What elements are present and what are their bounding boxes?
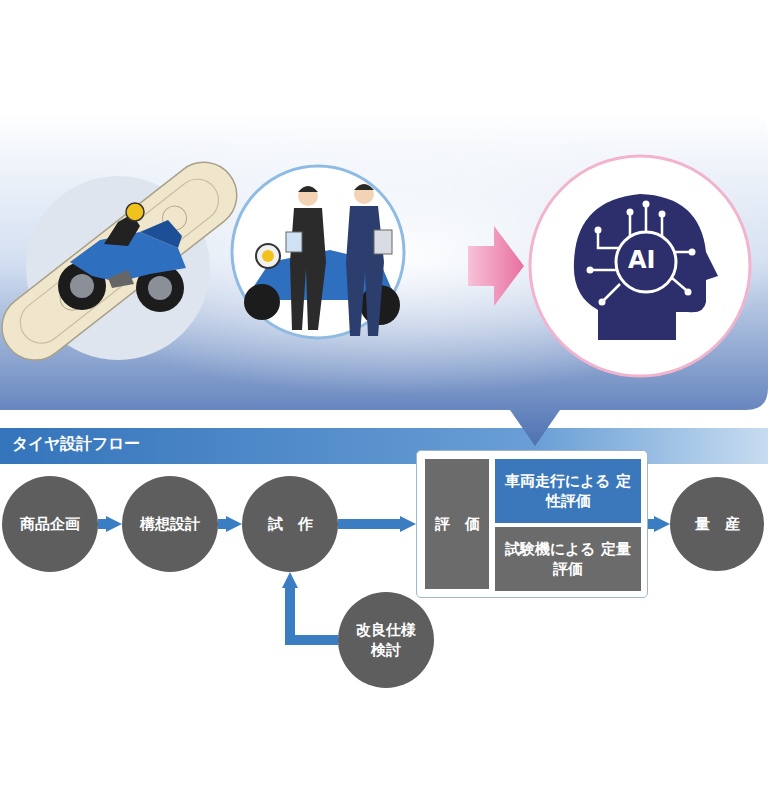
node-text: 商品企画: [14, 514, 86, 534]
node-text: 車両走行による 定性評価: [503, 471, 633, 512]
drum-test-illustration-part: [126, 203, 144, 221]
panel-glow: [20, 115, 768, 395]
ai-head-icon-part-part: [587, 267, 594, 274]
circle-outline: [338, 592, 434, 688]
node-text: 量 産: [681, 514, 753, 534]
ai-head-icon-part-part: [599, 299, 606, 306]
ai-head-icon-part: [530, 156, 750, 376]
flow-bar: [0, 428, 768, 464]
engineers-illustration-part: [290, 208, 326, 330]
flow-arrow: [218, 519, 226, 529]
engineers-illustration-part: [262, 250, 274, 262]
ai-head-icon-part-part: [685, 289, 692, 296]
drum-test-illustration-part-part: [0, 149, 250, 373]
ai-head-icon-part-part: [627, 209, 634, 216]
flow-title: タイヤ設計フロー: [12, 434, 140, 455]
ai-head-icon-part: [592, 206, 690, 300]
icon-label: AI: [628, 246, 656, 274]
circle-fill: [338, 592, 434, 688]
ai-head-icon-part-part: [595, 227, 602, 234]
circle-fill: [2, 476, 98, 572]
process-circle: 試 作: [242, 476, 338, 572]
engineers-illustration-part: [298, 186, 318, 206]
circle-fill: [670, 477, 764, 571]
ai-head-icon-part-part: [672, 252, 690, 290]
column-head: 評 価: [425, 459, 489, 589]
process-circle: 構想設計: [122, 476, 218, 572]
engineers-illustration-part: [374, 230, 392, 254]
ai-head-icon-part-part: [643, 201, 650, 208]
ai-head-icon-part: [587, 201, 696, 306]
evaluation-box: 評 価車両走行による 定性評価試験機による 定量評価: [416, 450, 648, 598]
ai-head-icon-part-part: [592, 232, 620, 300]
ai-head-icon-part: [616, 232, 676, 292]
circle-fill: [122, 476, 218, 572]
ai-head-icon-part: [574, 194, 718, 340]
engineers-illustration-part: [286, 232, 302, 252]
node-text: 構想設計: [134, 514, 206, 534]
process-box: 車両走行による 定性評価: [495, 459, 641, 523]
engineers-illustration-part: [232, 166, 404, 338]
process-circle: 商品企画: [2, 476, 98, 572]
ai-head-icon-part-part: [689, 249, 696, 256]
pink-arrow: [468, 226, 524, 306]
drum-test-illustration-part: [140, 220, 182, 248]
drum-test-illustration-part-part: [12, 171, 227, 352]
circle-fill: [242, 476, 338, 572]
node-text: 試験機による 定量評価: [503, 539, 633, 580]
ai-head-icon-part-part: [630, 206, 662, 236]
drum-test-illustration-part: [70, 274, 94, 298]
flow-arrow: [98, 519, 106, 529]
node-text: 試 作: [254, 514, 326, 534]
process-circle: 改良仕様 検討: [338, 592, 434, 688]
drum-test-illustration-part: [108, 270, 134, 288]
engineers-illustration-part: [346, 206, 384, 336]
engineers-illustration-part: [354, 184, 374, 204]
process-box: 試験機による 定量評価: [495, 527, 641, 591]
drum-test-illustration-part: [0, 149, 250, 373]
engineers-illustration-part: [298, 186, 318, 192]
flow-arrow: [338, 519, 400, 529]
drum-test-illustration-part: [148, 276, 172, 300]
ai-head-icon-part-part: [659, 211, 666, 218]
process-circle: 量 産: [670, 477, 764, 571]
flow-arrow: [648, 519, 654, 529]
engineers-illustration-part: [256, 244, 280, 268]
drum-test-illustration: [0, 149, 250, 373]
node-text: 改良仕様 検討: [350, 620, 422, 661]
node-text: 評 価: [429, 514, 485, 534]
engineers-illustration-part: [244, 284, 280, 320]
flow-arrow: [290, 588, 338, 640]
engineers-illustration: [232, 166, 404, 338]
ai-head-icon: [530, 156, 750, 376]
engineers-illustration-part: [354, 184, 374, 190]
